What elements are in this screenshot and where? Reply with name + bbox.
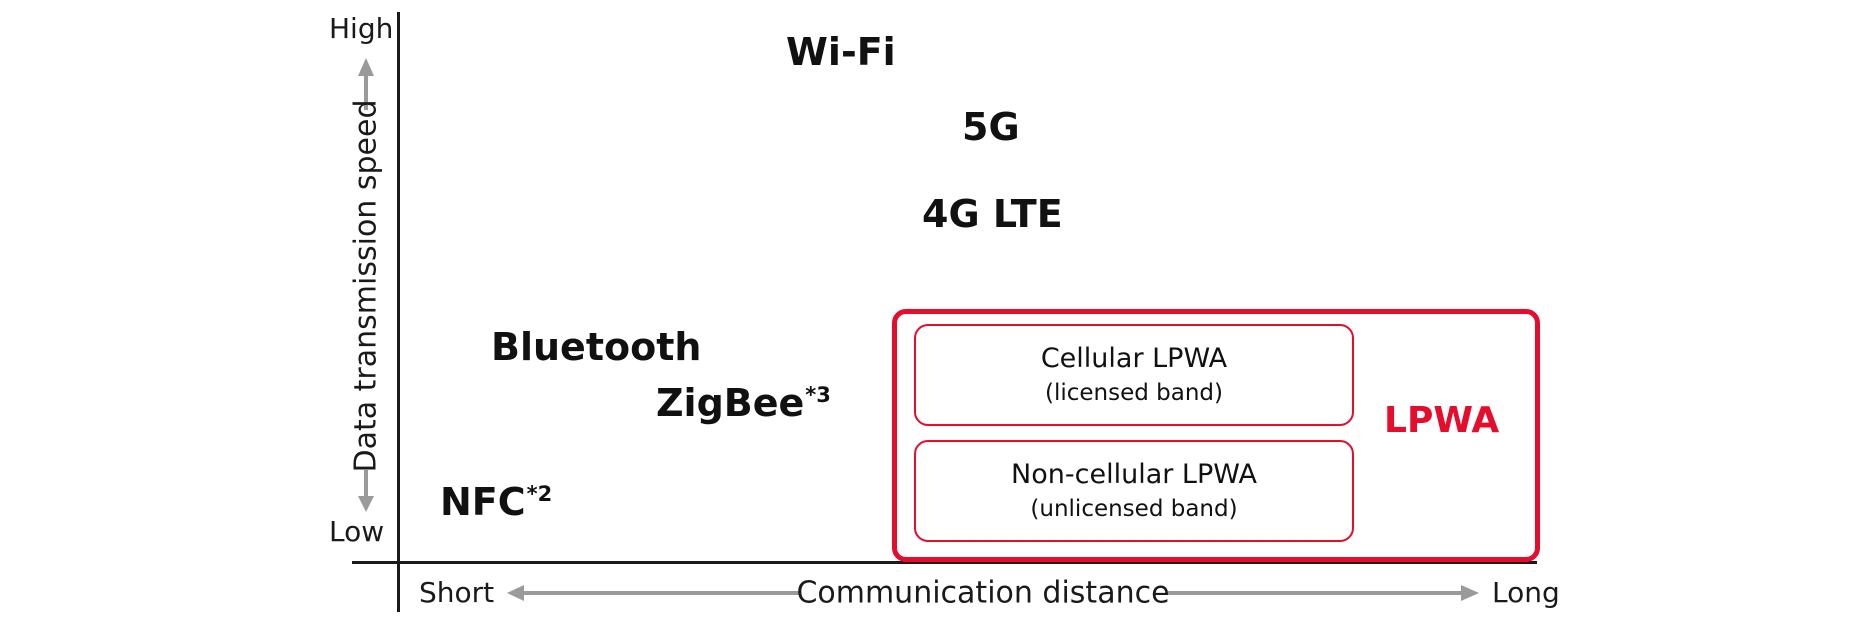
x-axis-title: Communication distance (796, 575, 1170, 611)
cellular-lpwa-box: Cellular LPWA (licensed band) (914, 324, 1354, 426)
x-axis-line (352, 561, 1537, 564)
tech-zigbee: ZigBee*3 (656, 381, 831, 425)
tech-nfc-label: NFC (440, 480, 526, 524)
y-arrow-down-head (358, 496, 374, 512)
cellular-lpwa-title: Cellular LPWA (1040, 343, 1228, 374)
y-axis-title: Data transmission speed (348, 99, 384, 473)
y-arrow-up-head (358, 58, 374, 76)
tech-nfc: NFC*2 (440, 480, 552, 524)
noncellular-lpwa-title: Non-cellular LPWA (1011, 459, 1257, 490)
tech-bluetooth: Bluetooth (491, 325, 702, 369)
y-axis-low-label: Low (329, 515, 385, 548)
x-axis-short-label: Short (419, 576, 495, 609)
tech-5g: 5G (962, 105, 1020, 149)
lpwa-label: LPWA (1384, 400, 1500, 441)
x-arrow-left-head (507, 585, 524, 601)
tech-4g-lte: 4G LTE (922, 192, 1063, 236)
lpwa-group-box: Cellular LPWA (licensed band) Non-cellul… (892, 309, 1540, 562)
noncellular-lpwa-band: (unlicensed band) (1030, 496, 1238, 522)
noncellular-lpwa-box: Non-cellular LPWA (unlicensed band) (914, 440, 1354, 542)
tech-zigbee-note: *3 (805, 383, 831, 407)
tech-zigbee-label: ZigBee (656, 381, 805, 425)
cellular-lpwa-band: (licensed band) (1044, 380, 1223, 406)
tech-nfc-note: *2 (526, 482, 553, 506)
y-axis-line (397, 12, 400, 612)
x-arrow-right-head (1461, 585, 1479, 601)
x-axis-long-label: Long (1492, 576, 1560, 609)
tech-wifi: Wi-Fi (786, 30, 896, 74)
y-axis-high-label: High (329, 12, 394, 45)
